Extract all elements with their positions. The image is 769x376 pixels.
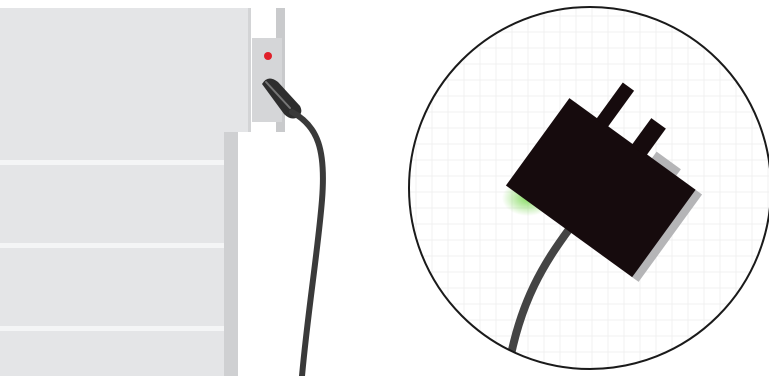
- magnified-view: [408, 6, 769, 370]
- device-panel-2: [0, 165, 224, 243]
- device-panel-3: [0, 248, 224, 326]
- device-panel-4: [0, 331, 224, 376]
- power-adapter-icon: [505, 82, 703, 282]
- adapter-prong-2: [631, 118, 666, 157]
- device-top-panel: [0, 8, 250, 132]
- port-panel: [252, 8, 285, 132]
- adapter-trim-top: [651, 151, 681, 176]
- adapter-cable: [504, 224, 574, 369]
- device-top-panel-edge: [248, 8, 251, 132]
- device-seam-2: [0, 243, 224, 248]
- device-seam-3: [0, 326, 224, 331]
- adapter-prong-1: [595, 82, 635, 128]
- cable-plug-highlight: [265, 81, 291, 109]
- cable-wire: [289, 109, 326, 376]
- device-seam-1: [0, 160, 224, 165]
- device-panel-1: [0, 132, 224, 160]
- device-side-shadow: [224, 120, 238, 376]
- red-led-icon: [264, 52, 272, 60]
- magnifier-outline: [408, 6, 769, 370]
- power-cable-icon: [262, 78, 326, 376]
- adapter-trim-right: [630, 188, 703, 282]
- device-icon: [0, 8, 251, 376]
- adapter-body: [505, 98, 696, 278]
- magnifier-content: [409, 7, 769, 369]
